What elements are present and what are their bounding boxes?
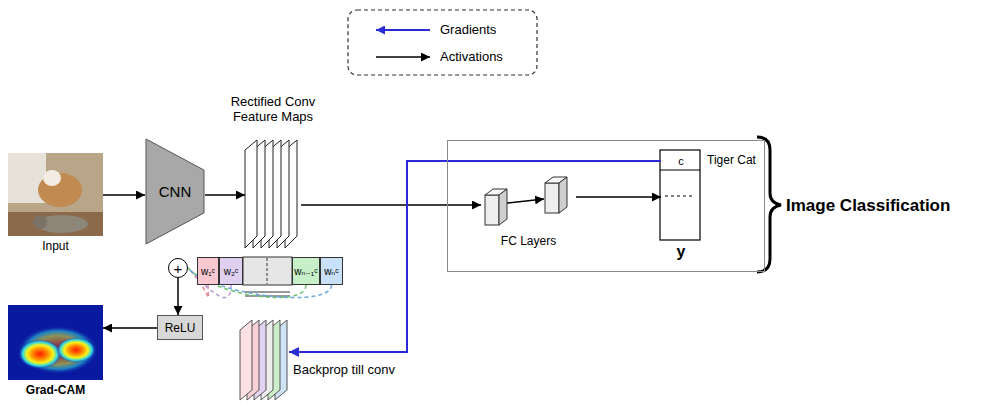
bar-line — [245, 292, 290, 293]
node-text: Grad-CAM — [8, 383, 103, 397]
weight-cell: wₙ₋₁ᶜ — [292, 257, 320, 285]
gradient-maps: Backprop till conv — [235, 320, 289, 400]
vector-dashes — [665, 196, 695, 197]
heatmap-ground — [8, 305, 103, 380]
legend-sample-gradient — [376, 29, 430, 31]
weight-dashes — [267, 258, 268, 284]
activation-arrow — [301, 204, 481, 206]
legend-sample-activation — [376, 56, 430, 58]
weight-blank — [243, 257, 292, 285]
gradient-map — [240, 320, 252, 400]
gradient-map-stack — [240, 320, 287, 400]
gradcam-heatmap: Grad-CAM — [8, 305, 103, 380]
activation-arrow — [103, 194, 145, 196]
output-vector — [660, 150, 700, 240]
vector-divider — [660, 169, 700, 170]
weight-cell: w₂ᶜ — [219, 257, 243, 285]
node-text: CNN — [145, 138, 205, 245]
heatmap-glow — [18, 326, 98, 374]
photo-floor — [8, 212, 103, 236]
legend-box — [348, 10, 537, 75]
node-text: wₙᶜ — [321, 258, 342, 284]
node-text: y — [661, 243, 701, 261]
fc-bar-side — [559, 177, 567, 213]
photo-ground — [8, 153, 103, 236]
heatmap — [8, 305, 103, 380]
class-cell: cTiger Cat — [661, 151, 701, 171]
feature-map — [245, 140, 257, 248]
node-text: c — [661, 151, 701, 171]
node-text: Input — [8, 239, 103, 253]
activation-arrow — [103, 327, 157, 329]
legend-frame — [348, 10, 537, 75]
fc-arrow — [507, 199, 544, 203]
node-text: Rectified Conv Feature Maps — [218, 94, 328, 124]
activation-arrow — [576, 196, 661, 198]
feature-map-stack — [245, 140, 297, 248]
weight-vector — [243, 257, 292, 296]
gradient-arrow — [289, 161, 661, 352]
node-text: Image Classification — [786, 196, 986, 216]
classification-panel: Image ClassificationFC LayersycTiger Cat — [447, 140, 765, 272]
legend-text: Activations — [440, 49, 503, 64]
node-text: FC Layers — [476, 234, 581, 248]
heatmap-hot — [56, 337, 96, 363]
vector-outline — [660, 150, 700, 240]
node-text: w₂ᶜ — [220, 258, 242, 284]
node-text: + — [169, 259, 187, 277]
weight-cell: wₙᶜ — [320, 257, 343, 285]
fc-bar-front — [485, 195, 499, 225]
trapezoid-shape — [146, 139, 204, 244]
fc-bars — [485, 177, 567, 225]
activation-arrow — [177, 278, 179, 315]
node-text: wₙ₋₁ᶜ — [293, 258, 319, 284]
node-text: Backprop till conv — [293, 362, 418, 377]
node-text: Tiger Cat — [707, 153, 769, 167]
fc-bar-front — [545, 183, 559, 213]
input-image: Input — [8, 153, 103, 236]
legend-text: Gradients — [440, 22, 496, 37]
feature-maps: Rectified Conv Feature Maps — [245, 140, 301, 250]
fc-bar-side — [499, 189, 507, 225]
activation-arrow — [205, 194, 245, 196]
heatmap-hot — [18, 339, 62, 369]
output-vector: ycTiger Cat — [661, 151, 701, 241]
weight-cell: w₁ᶜ — [197, 257, 219, 285]
fc-layers: FC Layers — [481, 176, 576, 231]
relu-box: ReLU — [157, 315, 203, 340]
input-photo — [8, 153, 103, 236]
photo-dog-face — [43, 170, 61, 186]
node-text: ReLU — [158, 316, 202, 339]
node-text: w₁ᶜ — [198, 258, 218, 284]
photo-cat-head — [33, 215, 47, 229]
sum-circle: + — [168, 258, 188, 278]
brace — [757, 137, 781, 272]
cnn-block: CNN — [145, 138, 205, 245]
